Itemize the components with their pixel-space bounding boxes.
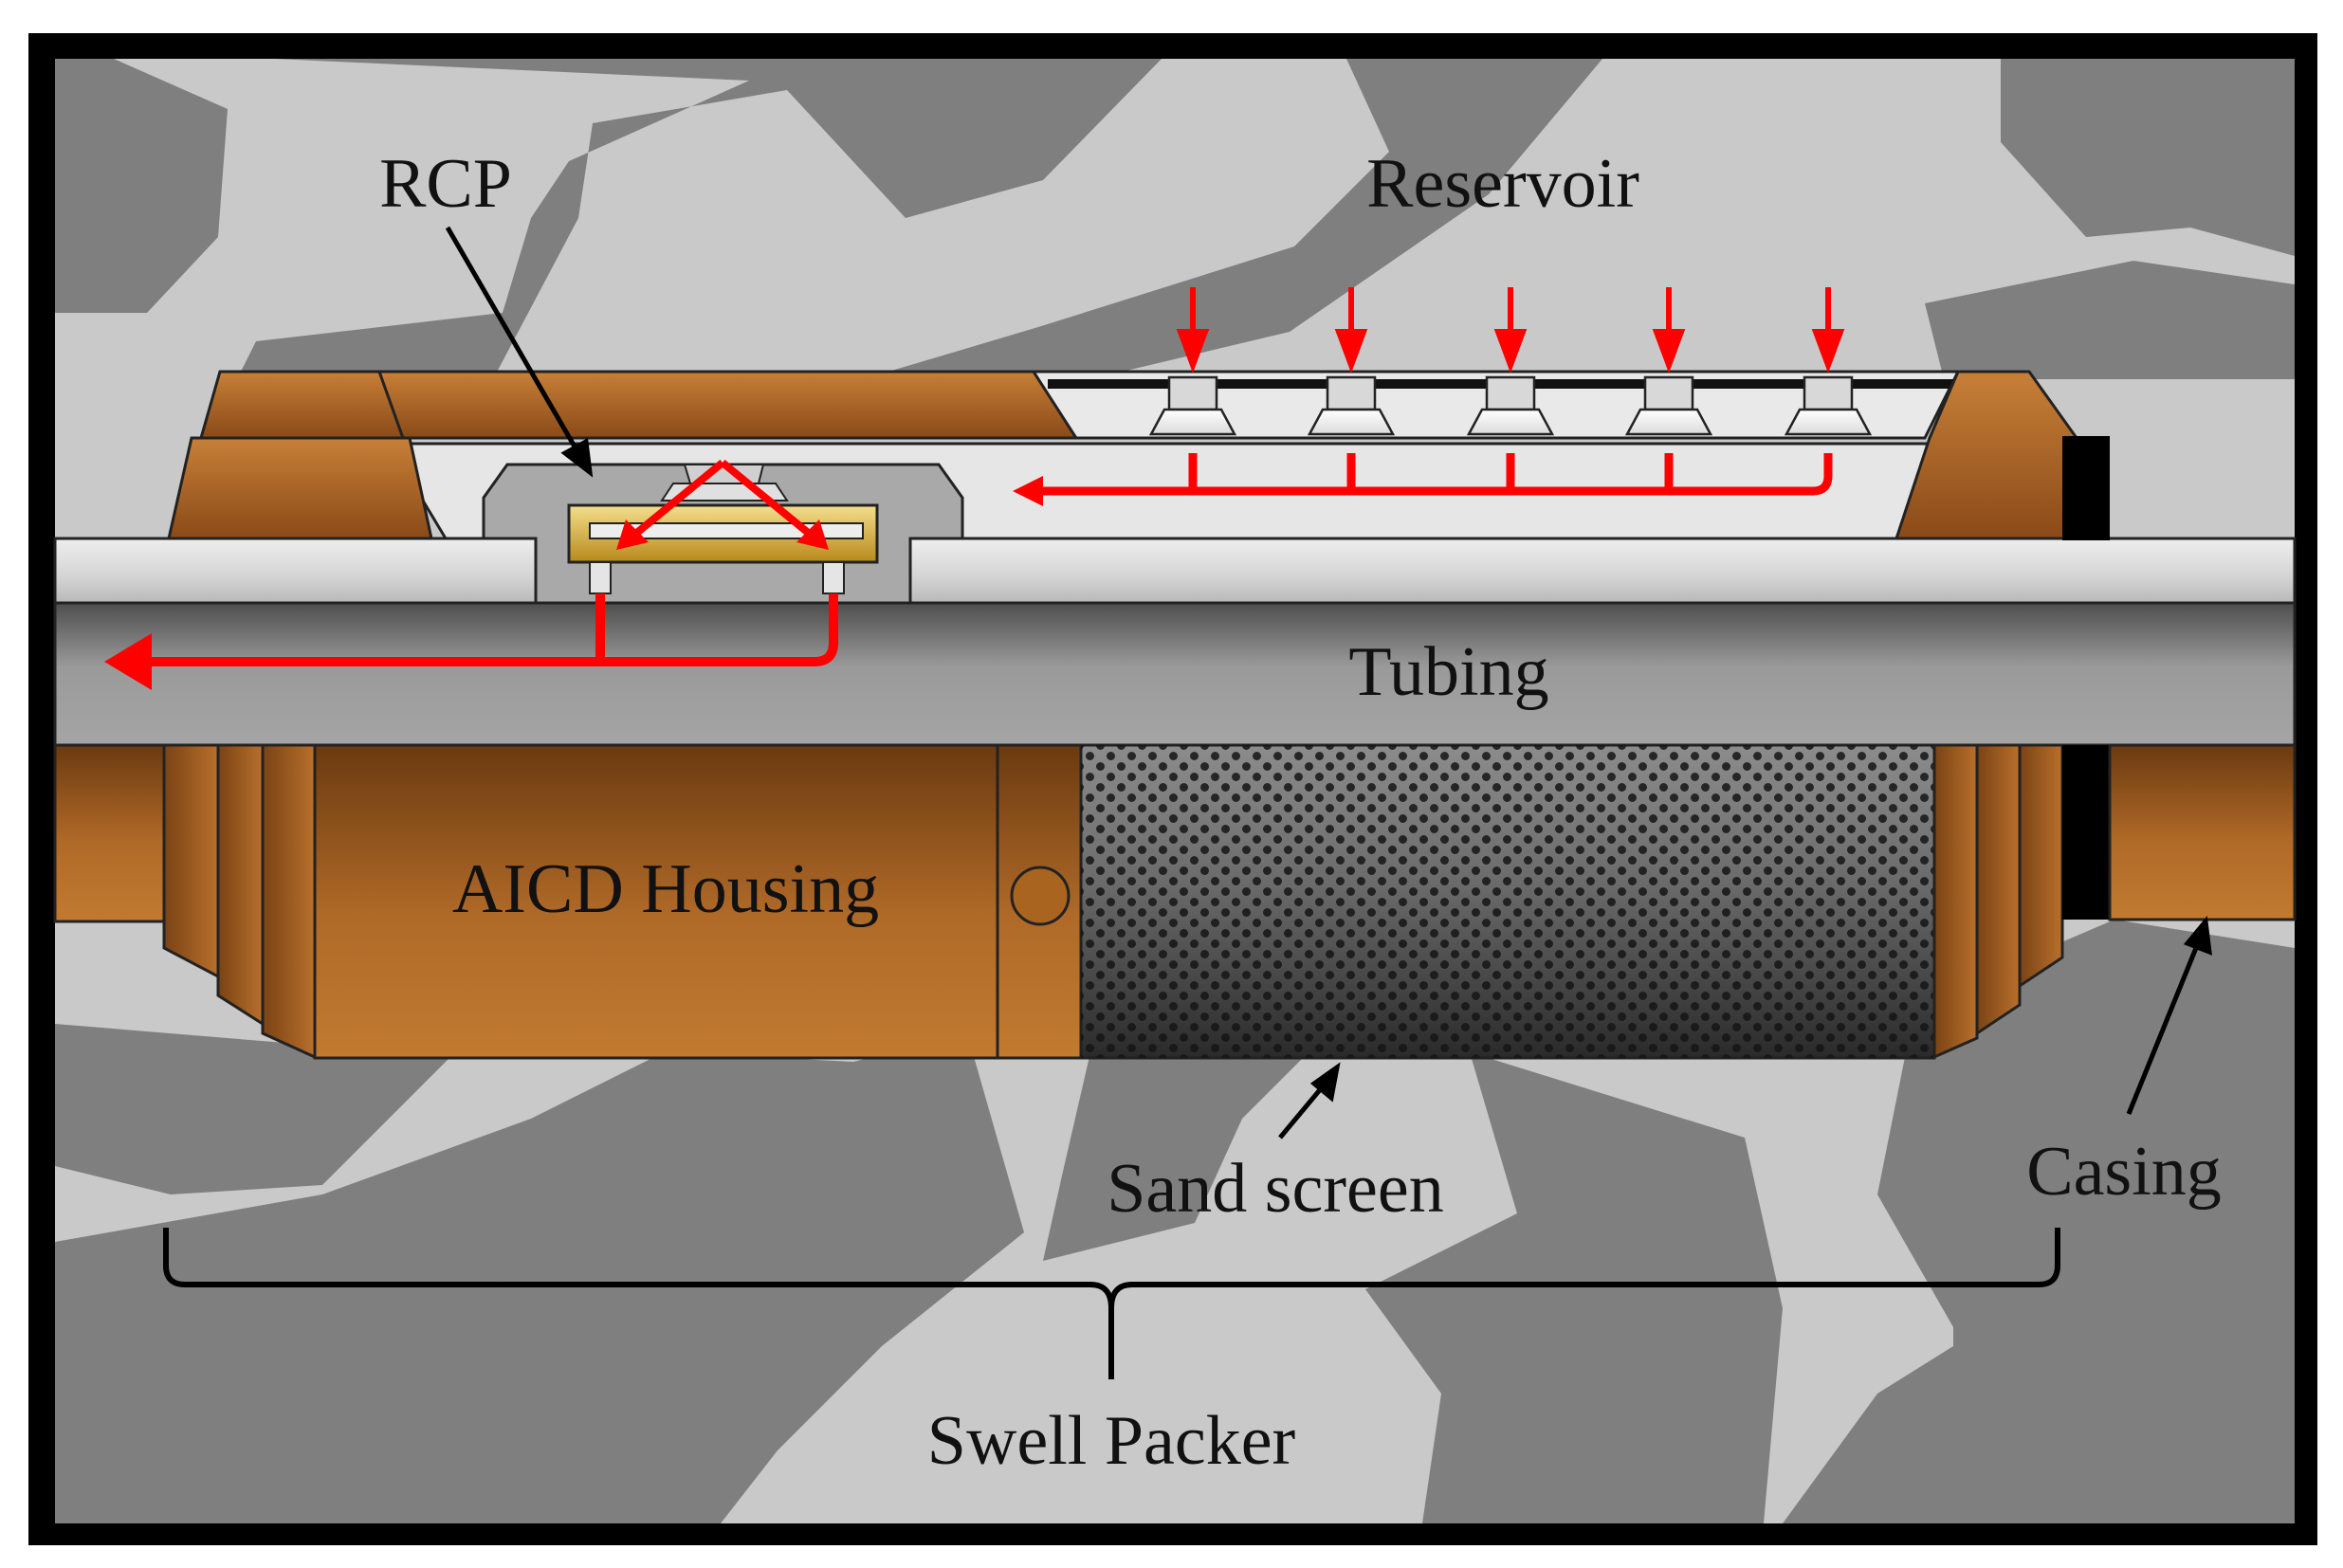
nozzle-icon	[1624, 375, 1713, 436]
aicd-shroud-top	[199, 370, 1079, 440]
casing-seal-top	[2062, 436, 2110, 540]
pointer-arrow-icon	[445, 226, 2213, 1140]
aicd-housing	[313, 743, 999, 1060]
flow-arrow-icon	[796, 520, 829, 550]
rcp-flow-arrow	[631, 459, 815, 539]
inflow-nozzles	[1148, 375, 1873, 436]
flow-arrow-icon	[104, 633, 152, 690]
nozzle-icon	[1307, 375, 1396, 436]
label-swell-packer: Swell Packer	[927, 1402, 1295, 1480]
label-casing: Casing	[2026, 1133, 2222, 1211]
flow-arrow-icon	[616, 520, 649, 550]
screw-icon	[1010, 866, 1071, 926]
nozzle-icon	[1466, 375, 1555, 436]
label-rcp: RCP	[379, 145, 512, 223]
casing-pipe	[2108, 743, 2297, 921]
label-aicd-housing: AICD Housing	[452, 850, 879, 928]
label-reservoir: Reservoir	[1366, 145, 1639, 223]
tubing	[53, 601, 2297, 747]
tubing-flow-arrow	[142, 593, 838, 666]
annulus-flow-arrow	[1034, 453, 1833, 496]
nozzle-icon	[1784, 375, 1873, 436]
curly-brace-icon	[163, 1228, 2060, 1379]
base-pipe-wall	[53, 537, 2297, 605]
shroud-end-left	[167, 436, 433, 540]
swell-packer-left	[53, 743, 317, 1060]
flow-arrow-icon	[1013, 476, 1043, 506]
swell-packer-right	[1932, 743, 2064, 1060]
nozzle-icon	[1148, 375, 1237, 436]
casing-seal-bottom	[2062, 745, 2110, 920]
label-sand-screen: Sand screen	[1107, 1150, 1443, 1228]
label-tubing: Tubing	[1348, 633, 1548, 711]
flow-arrow-icon	[1176, 287, 1845, 374]
